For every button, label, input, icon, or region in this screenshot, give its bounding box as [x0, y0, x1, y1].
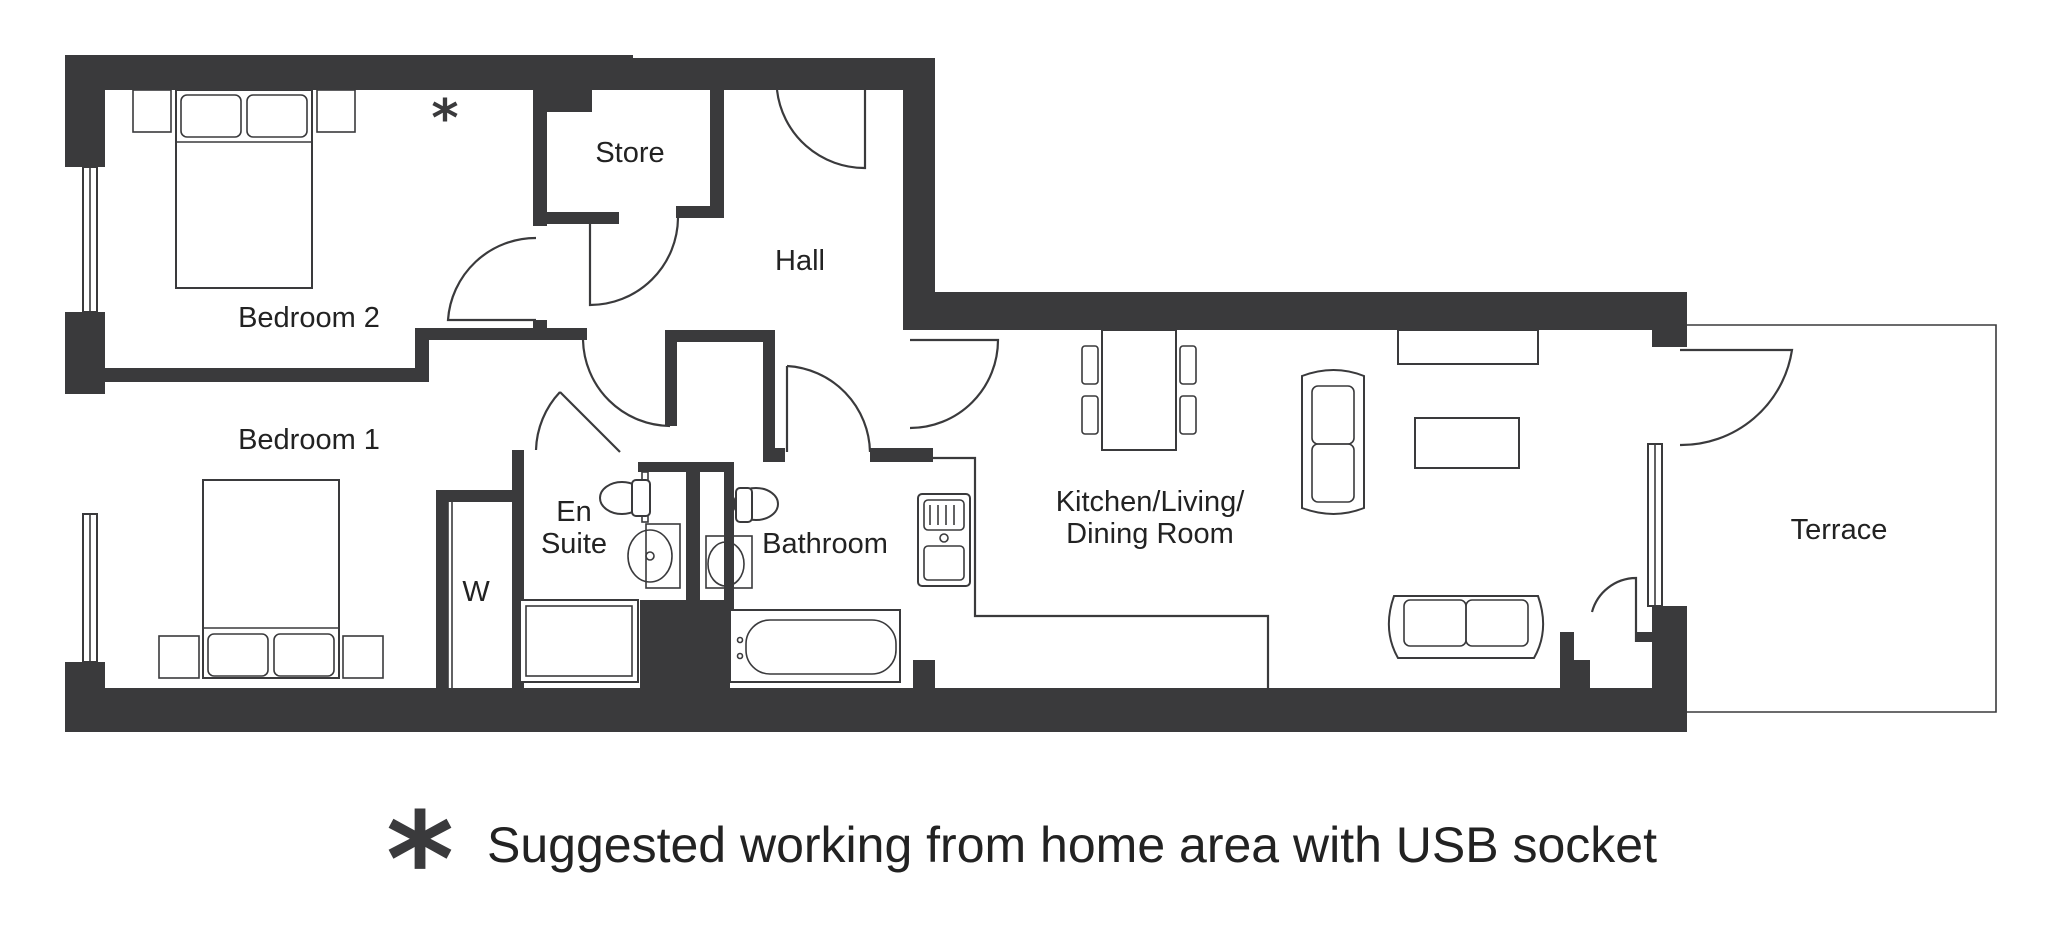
- label-bedroom-2: Bedroom 2: [238, 302, 380, 334]
- label-wardrobe: W: [462, 576, 490, 608]
- label-bedroom-1: Bedroom 1: [238, 424, 380, 456]
- label-kitchen-line-1: Kitchen/Living/: [1056, 486, 1246, 518]
- label-en-suite-line-1: En: [556, 496, 591, 528]
- walls: [65, 55, 1687, 732]
- label-bathroom: Bathroom: [762, 528, 888, 560]
- doors: [446, 89, 1794, 642]
- label-en-suite-line-2: Suite: [541, 528, 607, 560]
- label-store: Store: [595, 137, 664, 169]
- room-labels: Bedroom 2 Store Hall Bedroom 1 En Suite …: [238, 137, 1887, 608]
- bathroom-fixtures: [705, 487, 901, 683]
- legend-asterisk-icon: *: [386, 784, 454, 936]
- bedroom-2-furniture: [132, 89, 356, 289]
- legend-text: Suggested working from home area with US…: [487, 817, 1657, 873]
- terrace-outline: [1687, 324, 1997, 713]
- windows: [82, 166, 1663, 663]
- bedroom-1-furniture: [158, 479, 508, 689]
- en-suite-fixtures: [519, 471, 681, 683]
- kitchen-living-furniture: [915, 329, 1545, 688]
- label-kitchen-line-2: Dining Room: [1066, 518, 1234, 550]
- wfh-marker-icon: *: [431, 89, 458, 149]
- legend: * Suggested working from home area with …: [386, 784, 1657, 936]
- label-hall: Hall: [775, 245, 825, 277]
- label-terrace: Terrace: [1791, 514, 1888, 546]
